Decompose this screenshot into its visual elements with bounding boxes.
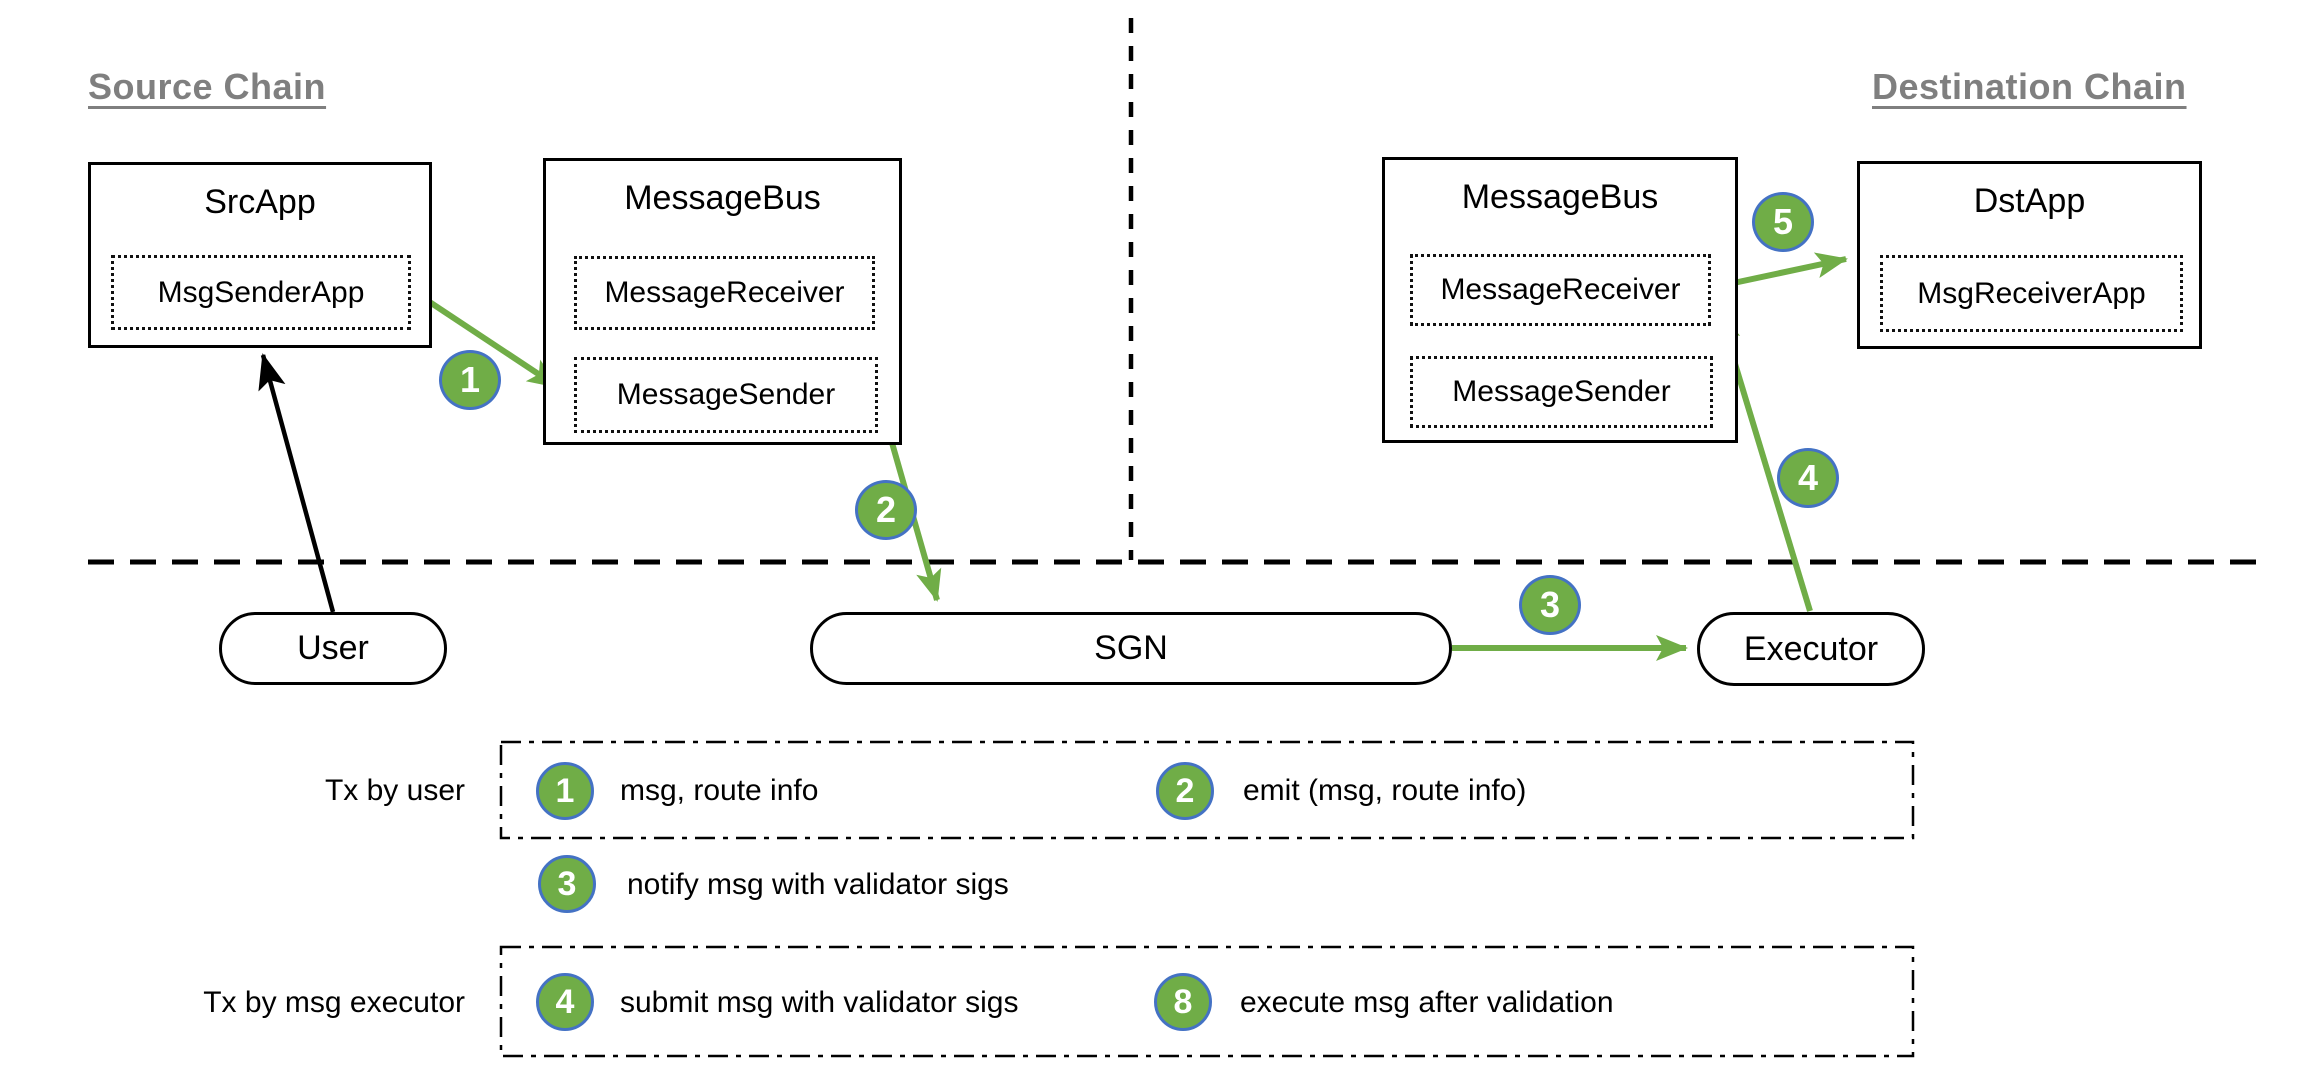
dst-message-receiver-box: MessageReceiver: [1410, 254, 1711, 326]
destination-chain-heading: Destination Chain: [1872, 66, 2187, 107]
legend-badge-8: 8: [1154, 973, 1212, 1031]
sgn-node: SGN: [810, 612, 1452, 685]
legend-text-8: execute msg after validation: [1240, 986, 1614, 1019]
src-app-box: SrcApp MsgSenderApp: [88, 162, 432, 348]
legend-text-2: emit (msg, route info): [1243, 774, 1527, 807]
dst-message-bus-box: MessageBus MessageReceiver MessageSender: [1382, 157, 1738, 443]
dst-app-box: DstApp MsgReceiverApp: [1857, 161, 2202, 349]
legend-badge-4: 4: [536, 973, 594, 1031]
step-badge-5: 5: [1752, 192, 1814, 252]
legend-text-1: msg, route info: [620, 774, 819, 807]
legend-text-4: submit msg with validator sigs: [620, 986, 1019, 1019]
msg-receiver-app-box: MsgReceiverApp: [1880, 255, 2183, 332]
src-message-receiver-box: MessageReceiver: [574, 256, 875, 330]
step-badge-4: 4: [1777, 448, 1839, 508]
dst-message-bus-title: MessageBus: [1461, 178, 1659, 216]
msg-sender-app-box: MsgSenderApp: [111, 255, 411, 330]
src-app-title: SrcApp: [204, 183, 316, 221]
source-chain-heading: Source Chain: [88, 66, 327, 107]
legend-label-tx-by-user: Tx by user: [324, 774, 465, 807]
step-badge-1: 1: [439, 350, 501, 410]
dst-message-sender-box: MessageSender: [1410, 356, 1713, 428]
src-message-sender-box: MessageSender: [574, 357, 878, 433]
legend-badge-1: 1: [536, 762, 594, 820]
user-node: User: [219, 612, 447, 685]
executor-node: Executor: [1697, 612, 1925, 686]
src-message-bus-box: MessageBus MessageReceiver MessageSender: [543, 158, 902, 445]
src-message-bus-title: MessageBus: [624, 179, 821, 217]
legend-badge-2: 2: [1156, 762, 1214, 820]
step-badge-3: 3: [1519, 575, 1581, 635]
dst-app-title: DstApp: [1973, 182, 2086, 220]
step-badge-2: 2: [855, 480, 917, 540]
arrow-user-to-srcapp: [258, 353, 336, 613]
legend-badge-3: 3: [538, 855, 596, 913]
legend-label-tx-by-msg-executor: Tx by msg executor: [203, 986, 465, 1019]
legend-text-3: notify msg with validator sigs: [627, 868, 1009, 901]
